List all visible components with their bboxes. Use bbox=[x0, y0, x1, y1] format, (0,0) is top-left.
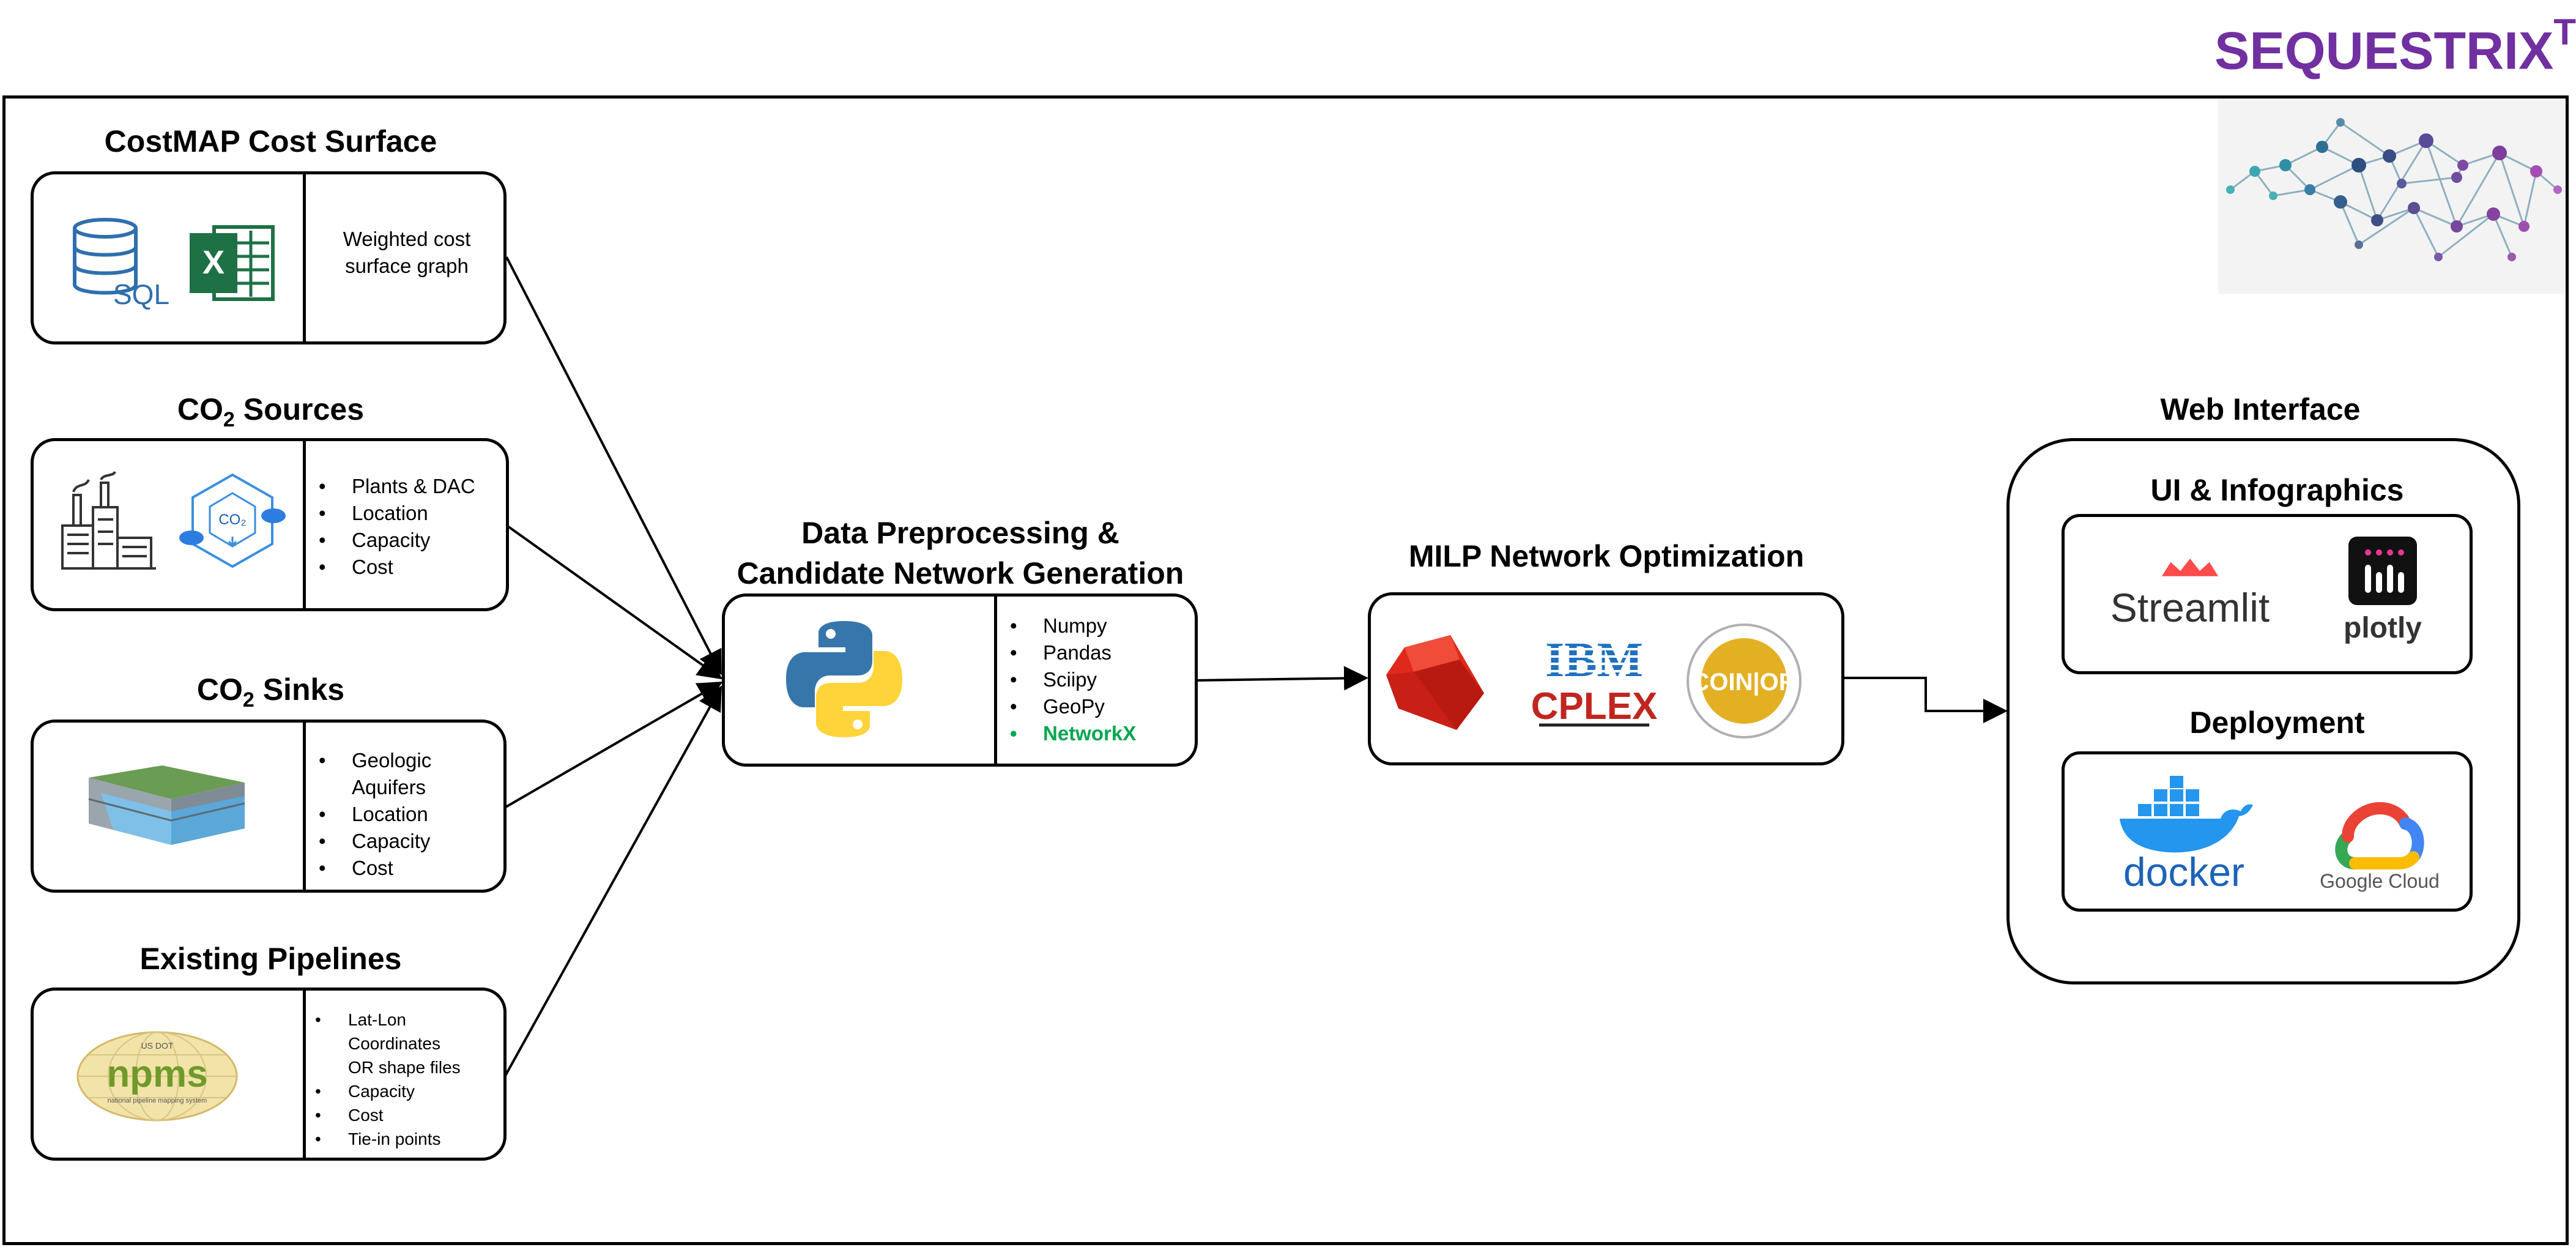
list-item: Coordinates bbox=[348, 1034, 440, 1053]
list-item: Capacity bbox=[314, 527, 510, 554]
costmap-box: SQL X Weighted cost surface graph bbox=[31, 171, 507, 344]
svg-text:npms: npms bbox=[106, 1053, 207, 1095]
list-item: Cost bbox=[314, 554, 510, 581]
svg-text:CPLEX: CPLEX bbox=[1531, 685, 1658, 727]
brand-title: SEQUESTRIXTM bbox=[2214, 12, 2576, 81]
list-item: Sciipy bbox=[1005, 666, 1201, 693]
python-icon bbox=[783, 618, 905, 743]
pipelines-title: Existing Pipelines bbox=[139, 942, 402, 976]
list-item: Tie-in points bbox=[310, 1127, 506, 1151]
diagram-frame bbox=[2, 95, 2569, 1245]
streamlit-logo: Streamlit bbox=[2104, 559, 2276, 632]
preprocessing-list: Numpy Pandas Sciipy GeoPy NetworkX bbox=[1005, 612, 1201, 747]
svg-text:SQL: SQL bbox=[113, 278, 169, 310]
npms-logo: US DOT npms national pipeline mapping sy… bbox=[76, 1030, 239, 1125]
factory-icon bbox=[55, 471, 159, 578]
gurobi-icon bbox=[1386, 635, 1487, 736]
list-item-highlight: NetworkX bbox=[1005, 720, 1201, 747]
milp-box: IBM CPLEX COIN|OR bbox=[1368, 592, 1844, 765]
web-title: Web Interface bbox=[2160, 392, 2361, 426]
google-cloud-logo: Google Cloud bbox=[2315, 796, 2444, 893]
preprocessing-box: Numpy Pandas Sciipy GeoPy NetworkX bbox=[722, 593, 1198, 767]
geologic-aquifer-icon bbox=[88, 765, 248, 851]
costmap-title: CostMAP Cost Surface bbox=[104, 124, 437, 158]
network-graph-image bbox=[2218, 98, 2567, 294]
milp-title: MILP Network Optimization bbox=[1408, 539, 1805, 573]
ibm-cplex-logo: IBM CPLEX bbox=[1531, 633, 1658, 734]
list-item: Aquifers bbox=[352, 776, 426, 798]
list-item: Numpy bbox=[1005, 612, 1201, 639]
ui-box: Streamlit plotly bbox=[2062, 514, 2473, 674]
svg-text:COIN|OR: COIN|OR bbox=[1691, 669, 1796, 696]
co2-cloud-icon: CO₂ bbox=[179, 472, 286, 579]
pipelines-box: US DOT npms national pipeline mapping sy… bbox=[31, 988, 507, 1161]
list-item: Lat-Lon bbox=[310, 1008, 506, 1032]
sources-title: CO2 Sources bbox=[177, 392, 365, 431]
svg-text:X: X bbox=[202, 244, 225, 281]
list-item: Plants & DAC bbox=[314, 473, 510, 500]
deployment-box: docker Google Cloud bbox=[2062, 751, 2473, 912]
list-item: Capacity bbox=[314, 828, 510, 855]
plotly-logo: plotly bbox=[2331, 534, 2435, 647]
list-item: Location bbox=[314, 500, 510, 527]
list-item: Cost bbox=[310, 1103, 506, 1127]
sinks-title: CO2 Sinks bbox=[196, 672, 345, 712]
costmap-description: Weighted cost surface graph bbox=[343, 228, 471, 277]
sources-box: CO₂ Plants & DAC Location Capacity Cost bbox=[31, 438, 509, 611]
coin-or-logo: COIN|OR bbox=[1686, 623, 1802, 742]
preprocessing-title: Data Preprocessing & Candidate Network G… bbox=[737, 516, 1184, 590]
excel-icon: X bbox=[190, 225, 275, 305]
list-item: OR shape files bbox=[348, 1058, 461, 1077]
sources-list: Plants & DAC Location Capacity Cost bbox=[314, 473, 510, 581]
sinks-box: Geologic Aquifers Location Capacity Cost bbox=[31, 720, 507, 893]
docker-logo: docker bbox=[2107, 776, 2260, 892]
list-item: Capacity bbox=[310, 1079, 506, 1103]
svg-text:CO₂: CO₂ bbox=[218, 512, 246, 528]
svg-text:IBM: IBM bbox=[1545, 633, 1643, 687]
list-item: Location bbox=[314, 801, 510, 828]
list-item: Cost bbox=[314, 855, 510, 882]
deployment-title: Deployment bbox=[2189, 705, 2365, 740]
list-item: GeoPy bbox=[1005, 693, 1201, 720]
list-item: Pandas bbox=[1005, 639, 1201, 666]
pipelines-list: Lat-Lon Coordinates OR shape files Capac… bbox=[310, 1008, 506, 1151]
ui-title: UI & Infographics bbox=[2150, 473, 2404, 507]
svg-text:US DOT: US DOT bbox=[141, 1041, 174, 1051]
sinks-list: Geologic Aquifers Location Capacity Cost bbox=[314, 747, 510, 882]
svg-text:national pipeline mapping syst: national pipeline mapping system bbox=[108, 1097, 207, 1104]
list-item: Geologic bbox=[314, 747, 510, 774]
sql-database-icon: SQL bbox=[72, 217, 176, 312]
